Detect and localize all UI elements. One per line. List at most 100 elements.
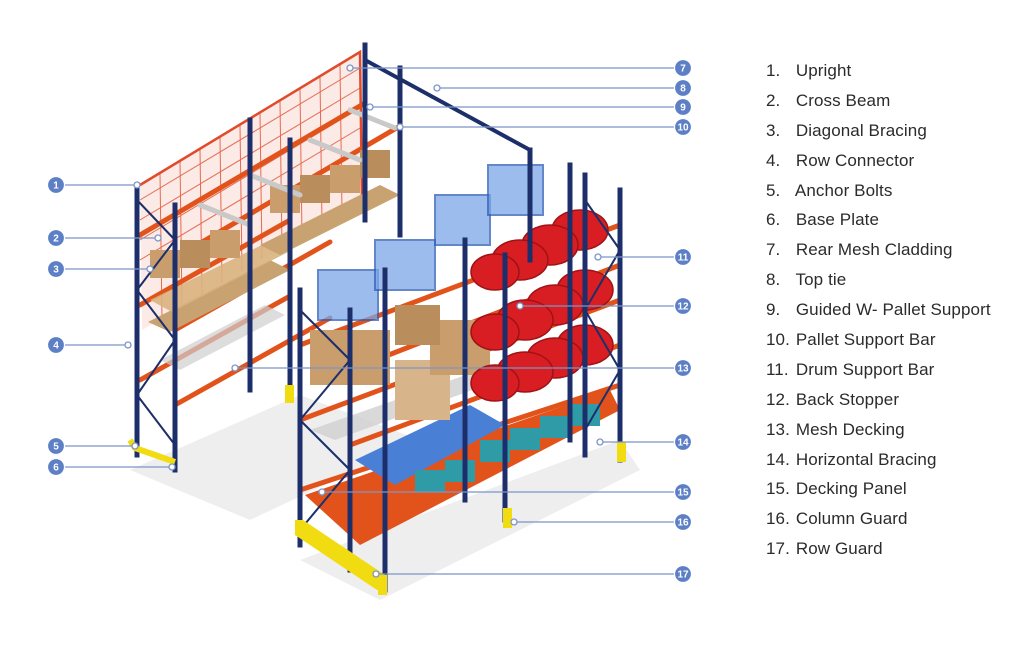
legend-item-number: 10. bbox=[766, 330, 790, 350]
legend-item: 9. Guided W- Pallet Support bbox=[766, 297, 1016, 327]
callout-5: 5 bbox=[46, 436, 139, 456]
callout-number: 4 bbox=[53, 341, 59, 352]
callout-badge bbox=[46, 228, 66, 248]
callout-number: 7 bbox=[680, 64, 686, 75]
right-rack-uprights bbox=[297, 147, 623, 593]
legend-item-label: Diagonal Bracing bbox=[795, 120, 927, 140]
callout-17: 17 bbox=[372, 564, 693, 584]
legend-item-label: Mesh Decking bbox=[795, 419, 905, 439]
legend-item-number: 5. bbox=[766, 180, 781, 200]
callout-number: 11 bbox=[678, 253, 689, 264]
legend-item-label: Top tie bbox=[795, 270, 847, 290]
callout-number: 14 bbox=[677, 438, 689, 449]
callout-target-dot bbox=[596, 438, 604, 446]
callout-number: 5 bbox=[53, 442, 59, 453]
callout-target-dot bbox=[510, 518, 518, 526]
callout-target-dot bbox=[396, 123, 404, 131]
legend-item: 10. Pallet Support Bar bbox=[766, 327, 1016, 357]
callout-target-dot bbox=[154, 234, 162, 242]
callout-target-dot bbox=[366, 103, 374, 111]
callout-12: 12 bbox=[516, 296, 693, 316]
cartons bbox=[310, 305, 490, 420]
legend-item-label: Rear Mesh Cladding bbox=[795, 240, 953, 260]
callout-badge bbox=[673, 564, 693, 584]
callout-number: 16 bbox=[677, 518, 689, 529]
legend-item: 15. Decking Panel bbox=[766, 476, 1016, 506]
callout-9: 9 bbox=[366, 97, 693, 117]
right-rack-bracing bbox=[299, 199, 621, 531]
callout-number: 9 bbox=[680, 103, 686, 114]
callout-11: 11 bbox=[594, 247, 693, 267]
callout-number: 1 bbox=[53, 181, 59, 192]
legend-item-number: 15. bbox=[766, 479, 790, 499]
callout-14: 14 bbox=[596, 432, 693, 452]
legend-item: 12. Back Stopper bbox=[766, 387, 1016, 417]
legend-item-number: 12. bbox=[766, 389, 790, 409]
callout-badge bbox=[673, 358, 693, 378]
callout-badge bbox=[673, 247, 693, 267]
callout-number: 13 bbox=[677, 364, 689, 375]
callout-target-dot bbox=[372, 570, 380, 578]
callout-number: 3 bbox=[53, 265, 59, 276]
callout-target-dot bbox=[516, 302, 524, 310]
legend-item-number: 16. bbox=[766, 509, 790, 529]
callout-number: 8 bbox=[680, 84, 686, 95]
legend-item-number: 8. bbox=[766, 270, 781, 290]
callout-target-dot bbox=[124, 341, 132, 349]
callout-3: 3 bbox=[46, 259, 154, 279]
legend-item: 11. Drum Support Bar bbox=[766, 357, 1016, 387]
callout-target-dot bbox=[433, 84, 441, 92]
callout-13: 13 bbox=[231, 358, 693, 378]
callout-number: 15 bbox=[677, 488, 689, 499]
legend-item: 2. Cross Beam bbox=[766, 88, 1016, 118]
legend-item-label: Row Guard bbox=[795, 539, 883, 559]
callout-number: 10 bbox=[677, 123, 689, 134]
callout-badge bbox=[46, 259, 66, 279]
legend-item-number: 14. bbox=[766, 449, 790, 469]
legend-item: 8. Top tie bbox=[766, 267, 1016, 297]
callout-target-dot bbox=[131, 442, 139, 450]
legend-item-number: 17. bbox=[766, 539, 790, 559]
legend-item: 17. Row Guard bbox=[766, 536, 1016, 566]
callout-target-dot bbox=[318, 488, 326, 496]
legend-item: 4. Row Connector bbox=[766, 148, 1016, 178]
left-rack bbox=[127, 42, 403, 473]
legend-item-label: Decking Panel bbox=[795, 479, 907, 499]
callout-target-dot bbox=[168, 463, 176, 471]
legend-item: 7. Rear Mesh Cladding bbox=[766, 237, 1016, 267]
legend-item-number: 11. bbox=[766, 359, 789, 379]
legend-item-number: 1. bbox=[766, 61, 781, 80]
callout-2: 2 bbox=[46, 228, 162, 248]
callout-badge bbox=[46, 175, 66, 195]
legend-item-number: 6. bbox=[766, 210, 781, 230]
right-rack-guards bbox=[295, 442, 626, 595]
legend-item-number: 7. bbox=[766, 240, 781, 260]
legend-item-label: Upright bbox=[795, 61, 852, 80]
callout-target-dot bbox=[146, 265, 154, 273]
legend-item: 5. Anchor Bolts bbox=[766, 178, 1016, 208]
legend-item: 16. Column Guard bbox=[766, 506, 1016, 536]
legend-item-label: Column Guard bbox=[795, 509, 908, 529]
callout-badge bbox=[673, 512, 693, 532]
callout-badge bbox=[673, 97, 693, 117]
callout-number: 17 bbox=[677, 570, 689, 581]
callout-badge bbox=[673, 296, 693, 316]
callout-badge bbox=[673, 78, 693, 98]
callout-6: 6 bbox=[46, 457, 176, 477]
callout-badge bbox=[46, 335, 66, 355]
legend-item-label: Back Stopper bbox=[795, 389, 900, 409]
callout-badge bbox=[673, 117, 693, 137]
callout-7: 7 bbox=[346, 58, 693, 78]
callout-target-dot bbox=[594, 253, 602, 261]
callout-number: 6 bbox=[53, 463, 59, 474]
left-rack-uprights bbox=[134, 42, 403, 473]
legend-item-number: 13. bbox=[766, 419, 790, 439]
legend-item-label: Guided W- Pallet Support bbox=[795, 300, 991, 320]
legend-item-label: Pallet Support Bar bbox=[795, 330, 936, 350]
callout-16: 16 bbox=[510, 512, 693, 532]
legend-item-label: Horizontal Bracing bbox=[795, 449, 937, 469]
callout-target-dot bbox=[133, 181, 141, 189]
callout-number: 12 bbox=[677, 302, 689, 313]
